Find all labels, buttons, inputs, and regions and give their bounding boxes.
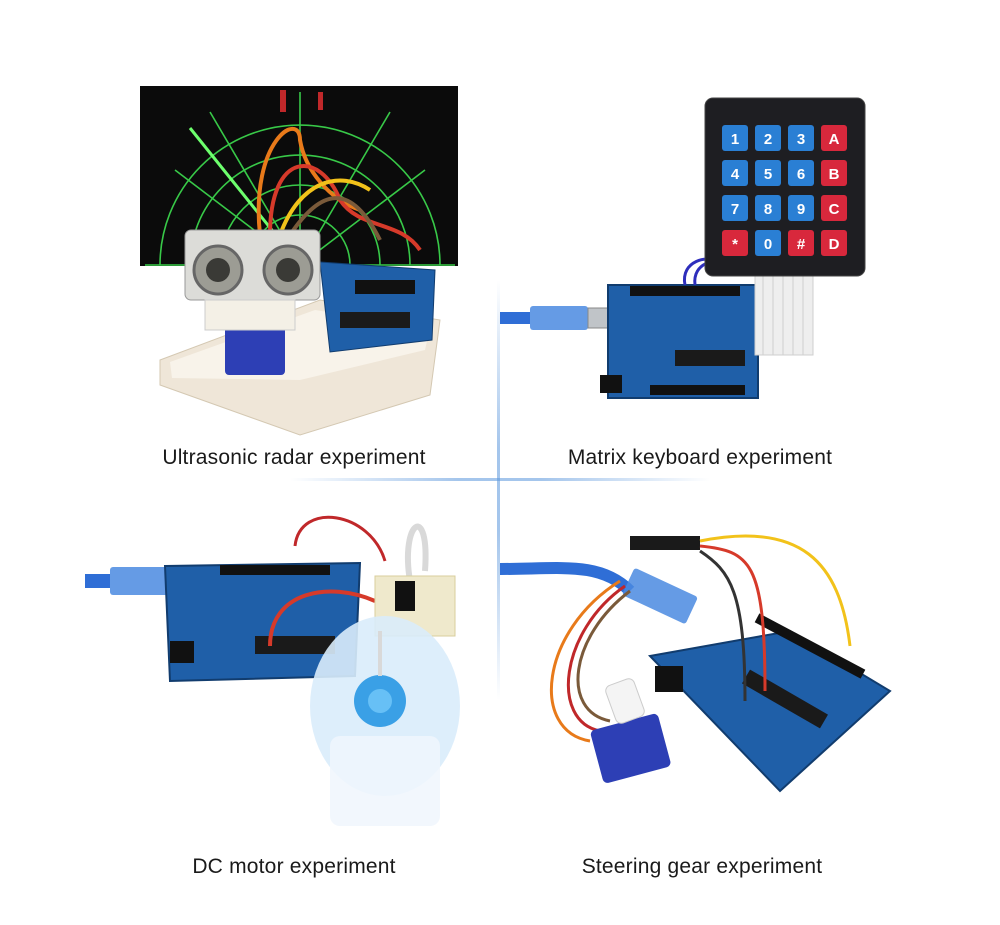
keypad-key-label: 3 — [797, 131, 805, 148]
caption-steering-gear: Steering gear experiment — [581, 855, 823, 878]
keypad-key: * — [722, 230, 748, 256]
keypad-key-label: 5 — [764, 166, 772, 183]
caption-matrix-keyboard: Matrix keyboard experiment — [567, 446, 833, 469]
keypad-key-label: C — [829, 201, 840, 218]
horizontal-divider — [290, 478, 710, 481]
keypad-grid: 1 2 3 A 4 5 6 B 7 8 9 C * 0 # D — [722, 125, 847, 256]
keypad-key: 8 — [755, 195, 781, 221]
dc-motor-photo — [85, 515, 460, 826]
keypad-key-label: # — [797, 236, 806, 253]
keypad-key-label: * — [732, 236, 738, 253]
matrix-keyboard-photo: 1 2 3 A 4 5 6 B 7 8 9 C * 0 # D — [500, 97, 866, 399]
panel-ultrasonic-radar: Ultrasonic radar experiment — [0, 0, 497, 478]
keypad-key: C — [821, 195, 847, 221]
keypad-key: 7 — [722, 195, 748, 221]
keypad-key: 2 — [755, 125, 781, 151]
keypad-key: 1 — [722, 125, 748, 151]
caption-dc-motor: DC motor experiment — [192, 855, 396, 878]
keypad-key: 9 — [788, 195, 814, 221]
panel-matrix-keyboard: 1 2 3 A 4 5 6 B 7 8 9 C * 0 # D Matrix keyboard experim… — [500, 0, 1000, 478]
keypad-key-label: D — [829, 236, 840, 253]
panel-steering-gear: Steering gear experiment — [500, 481, 1000, 925]
ultrasonic-radar-photo — [140, 86, 458, 436]
keypad-key-label: 6 — [797, 166, 805, 183]
keypad-key-label: B — [829, 166, 840, 183]
keypad-key: B — [821, 160, 847, 186]
panel-dc-motor: DC motor experiment — [0, 481, 497, 925]
keypad-key: 4 — [722, 160, 748, 186]
keypad-key-label: 4 — [731, 166, 740, 183]
keypad-key-label: A — [829, 131, 840, 148]
caption-ultrasonic-radar: Ultrasonic radar experiment — [162, 446, 426, 469]
vertical-divider — [497, 280, 500, 700]
keypad-key-label: 2 — [764, 131, 772, 148]
keypad-key-label: 0 — [764, 236, 772, 253]
keypad-key-label: 7 — [731, 201, 739, 218]
keypad-key: 0 — [755, 230, 781, 256]
keypad-key: 5 — [755, 160, 781, 186]
keypad-key: A — [821, 125, 847, 151]
keypad-key: 3 — [788, 125, 814, 151]
keypad-key-label: 8 — [764, 201, 772, 218]
steering-gear-photo — [500, 534, 892, 793]
keypad-key-label: 1 — [731, 131, 739, 148]
keypad-key: D — [821, 230, 847, 256]
keypad-key: 6 — [788, 160, 814, 186]
keypad-key-label: 9 — [797, 201, 805, 218]
keypad-key: # — [788, 230, 814, 256]
